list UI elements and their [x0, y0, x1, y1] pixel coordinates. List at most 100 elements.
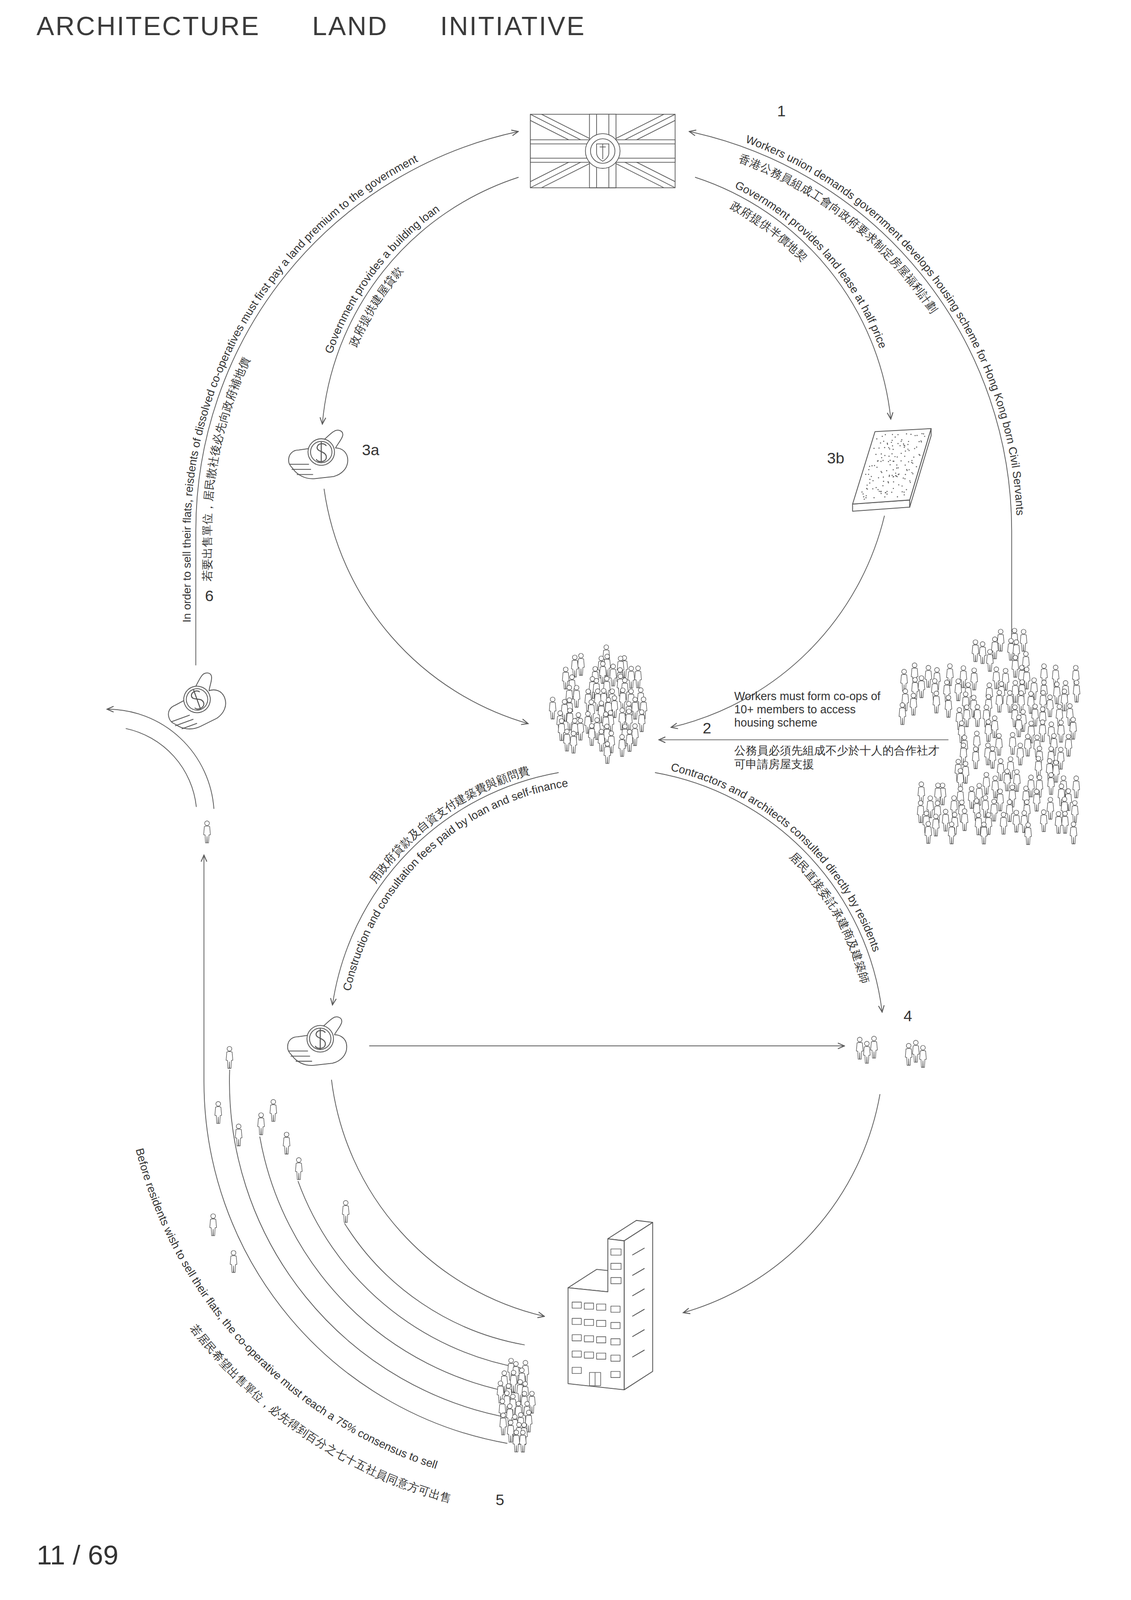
flow-label: 若要出售單位，居民散社後必先向政府補地價 — [200, 354, 253, 582]
flow-label-path: Contractors and architects consulted dir… — [669, 760, 883, 954]
stipple-dot — [880, 453, 882, 455]
person-figure — [1040, 809, 1048, 832]
step-note: 公務員必須先組成不少於十人的合作社才可申請房屋支援 — [734, 743, 945, 772]
flow-label: Workers union demands government develop… — [744, 132, 1027, 516]
person-figure — [1016, 742, 1024, 765]
building-side — [624, 1222, 654, 1390]
stipple-dot — [873, 465, 875, 467]
stipple-dot — [913, 447, 915, 449]
stipple-dot — [916, 446, 918, 448]
flow-label-layer: Workers union demands government develop… — [133, 132, 1027, 1508]
flow-arrow — [658, 739, 949, 741]
stipple-dot — [919, 454, 921, 456]
person-figure — [944, 695, 952, 717]
stipple-dot — [891, 453, 893, 455]
stipple-dot — [882, 480, 884, 482]
stipple-dot — [865, 497, 867, 499]
person-figure — [597, 729, 605, 752]
callout-number: 4 — [903, 1007, 913, 1024]
person-figure — [992, 666, 1000, 689]
person-figure — [986, 649, 994, 672]
person-figure — [1061, 689, 1069, 711]
person-figure — [963, 704, 971, 727]
hand-coin-icon — [287, 1016, 348, 1066]
stipple-dot — [912, 462, 914, 464]
flow-label-path: 政府提供半價地契 — [728, 198, 810, 265]
stipple-dot — [901, 439, 903, 441]
stipple-dot — [877, 488, 879, 490]
stipple-dot — [902, 477, 904, 479]
person-figure — [283, 1131, 291, 1154]
flow-label: Government provides a building loan — [322, 202, 442, 356]
person-figure — [549, 696, 556, 719]
stipple-dot — [884, 496, 886, 498]
flow-label-path: Government provides land lease at half p… — [733, 178, 890, 351]
stipple-dot — [873, 497, 875, 499]
person-figure — [1057, 720, 1065, 742]
person-figure — [1020, 629, 1028, 652]
person-figure — [1006, 690, 1014, 713]
callout-number: 5 — [495, 1491, 505, 1508]
stipple-dot — [904, 478, 906, 480]
building-side-windows — [632, 1247, 645, 1357]
stipple-dot — [892, 476, 894, 478]
stipple-dot — [882, 485, 884, 487]
stipple-dot — [888, 446, 890, 448]
person-figure — [900, 669, 908, 691]
stipple-dot — [867, 473, 869, 475]
person-figure — [918, 781, 925, 804]
flow-arrow — [297, 1181, 521, 1369]
stipple-dot — [886, 493, 888, 495]
stipple-dot — [886, 490, 888, 492]
person-figure — [982, 772, 990, 794]
person-figure — [1047, 797, 1054, 820]
flow-label: 若居民希望出售單位，必先得到百分之七十五社員同意方可出售 — [187, 1321, 454, 1506]
person-figure — [996, 690, 1003, 712]
stipple-dot — [888, 455, 890, 457]
flow-label: 政府提供建屋貸款 — [346, 263, 406, 349]
stipple-dot — [907, 448, 909, 450]
person-figure — [571, 654, 579, 677]
person-figure — [924, 821, 932, 844]
person-figure — [933, 690, 940, 713]
building-door — [589, 1372, 602, 1386]
hand-coin-icon — [158, 669, 231, 736]
stipple-dot — [880, 461, 882, 462]
stipple-dot — [881, 435, 883, 437]
stipple-dot — [870, 476, 872, 478]
stipple-dot — [866, 484, 868, 486]
stipple-dot — [892, 481, 894, 483]
stipple-dot — [882, 476, 884, 478]
stipple-dot — [920, 441, 922, 443]
flow-label-path: In order to sell their flats, reisdents … — [180, 152, 420, 623]
stipple-dot — [897, 434, 899, 436]
stipple-dot — [914, 435, 916, 436]
stipple-dot — [888, 475, 890, 477]
stipple-dot — [903, 491, 905, 493]
stipple-dot — [900, 452, 902, 454]
flow-arrow — [259, 1136, 517, 1394]
stipple-dot — [899, 445, 901, 447]
stipple-dot — [900, 460, 902, 462]
stipple-dot — [896, 467, 898, 469]
stipple-dot — [878, 490, 880, 492]
flow-label: Construction and consultation fees paid … — [340, 776, 569, 992]
person-figure — [1071, 800, 1079, 823]
stipple-dot — [911, 461, 913, 463]
stipple-dot — [901, 491, 903, 493]
person-figure — [577, 653, 585, 676]
plate-top — [852, 428, 932, 505]
person-figure — [203, 820, 211, 843]
stipple-dot — [918, 440, 920, 442]
stipple-dot — [892, 487, 894, 489]
stipple-dot — [888, 448, 890, 450]
person-figure — [980, 821, 988, 844]
stipple-dot — [889, 464, 891, 466]
person-figure — [961, 808, 969, 831]
person-figure — [1012, 809, 1020, 832]
flag-emblem-ring — [590, 138, 616, 164]
stipple-dot — [887, 443, 888, 445]
stipple-dot — [903, 446, 905, 448]
callout-number: 1 — [777, 103, 786, 119]
stipple-dot — [906, 433, 908, 435]
